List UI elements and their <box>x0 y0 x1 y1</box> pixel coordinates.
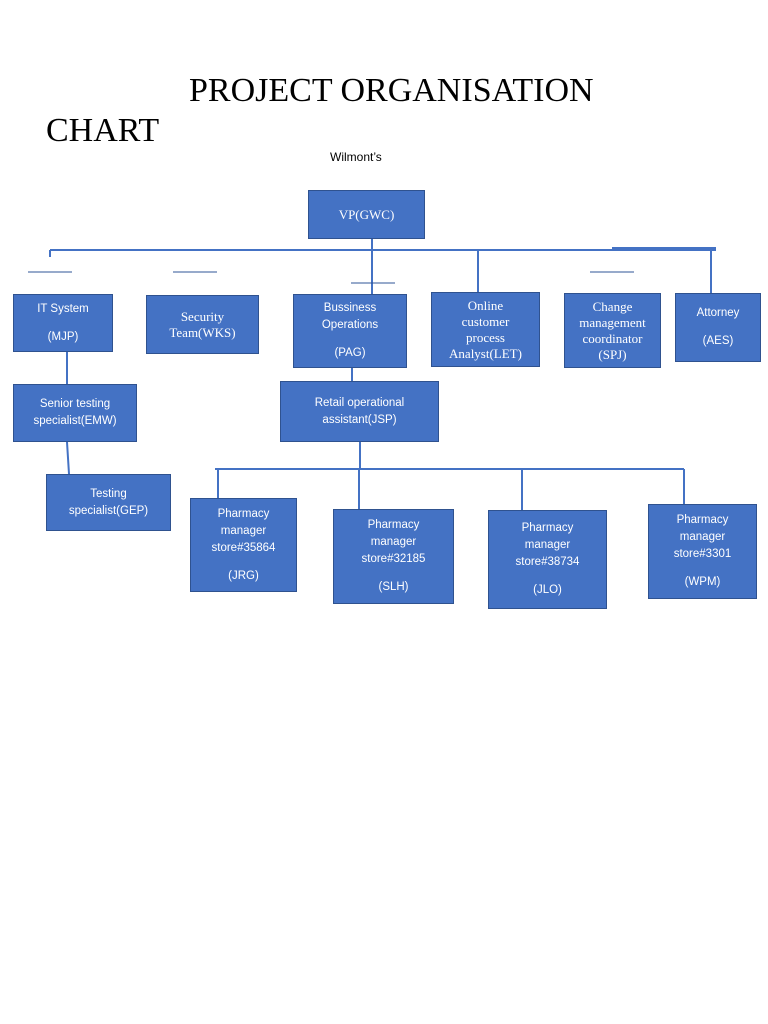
node-it-system-title: IT System <box>37 302 89 315</box>
node-pharmacy-32185: Pharmacy manager store#32185 (SLH) <box>333 509 454 604</box>
node-online-analyst-label: Online customer process Analyst(LET) <box>449 297 522 361</box>
node-pharmacy-32185-code: (SLH) <box>378 581 409 593</box>
node-pharmacy-35864: Pharmacy manager store#35864 (JRG) <box>190 498 297 592</box>
node-attorney-title: Attorney <box>696 307 740 319</box>
node-testing-specialist-label: Testing specialist(GEP) <box>68 487 149 517</box>
node-pharmacy-35864-code: (JRG) <box>228 569 259 582</box>
node-business-operations-title: Bussiness Operations <box>321 302 379 331</box>
node-change-management: Change management coordinator (SPJ) <box>564 293 661 368</box>
company-name: Wilmont’s <box>330 150 382 164</box>
node-pharmacy-38734-title: Pharmacy manager store#38734 <box>515 522 580 568</box>
connector-senior-testing <box>66 441 70 475</box>
node-pharmacy-3301: Pharmacy manager store#3301 (WPM) <box>648 504 757 599</box>
node-vp-label: VP(GWC) <box>338 206 395 222</box>
node-pharmacy-32185-title: Pharmacy manager store#32185 <box>361 519 426 565</box>
node-pharmacy-38734-code: (JLO) <box>533 584 562 596</box>
node-attorney: Attorney (AES) <box>675 293 761 362</box>
node-pharmacy-3301-code: (WPM) <box>684 576 721 588</box>
node-vp: VP(GWC) <box>308 190 425 239</box>
node-pharmacy-38734: Pharmacy manager store#38734 (JLO) <box>488 510 607 609</box>
node-senior-testing: Senior testing specialist(EMW) <box>13 384 137 442</box>
node-it-system-code: (MJP) <box>47 330 79 343</box>
node-senior-testing-label: Senior testing specialist(EMW) <box>33 398 117 427</box>
page-title-line-1: PROJECT ORGANISATION <box>189 72 594 109</box>
node-testing-specialist: Testing specialist(GEP) <box>46 474 171 531</box>
node-security-team: Security Team(WKS) <box>146 295 259 354</box>
node-retail-assistant: Retail operational assistant(JSP) <box>280 381 439 442</box>
node-pharmacy-35864-title: Pharmacy manager store#35864 <box>211 507 276 554</box>
node-pharmacy-3301-title: Pharmacy manager store#3301 <box>673 514 732 560</box>
node-retail-assistant-label: Retail operational assistant(JSP) <box>314 396 405 426</box>
node-online-analyst: Online customer process Analyst(LET) <box>431 292 540 367</box>
node-security-team-label: Security Team(WKS) <box>169 308 236 340</box>
node-change-management-label: Change management coordinator (SPJ) <box>579 298 646 362</box>
node-business-operations-code: (PAG) <box>334 347 366 359</box>
node-business-operations: Bussiness Operations (PAG) <box>293 294 407 368</box>
page-title-line-2: CHART <box>46 112 160 149</box>
node-it-system: IT System (MJP) <box>13 294 113 352</box>
node-attorney-code: (AES) <box>702 335 734 347</box>
